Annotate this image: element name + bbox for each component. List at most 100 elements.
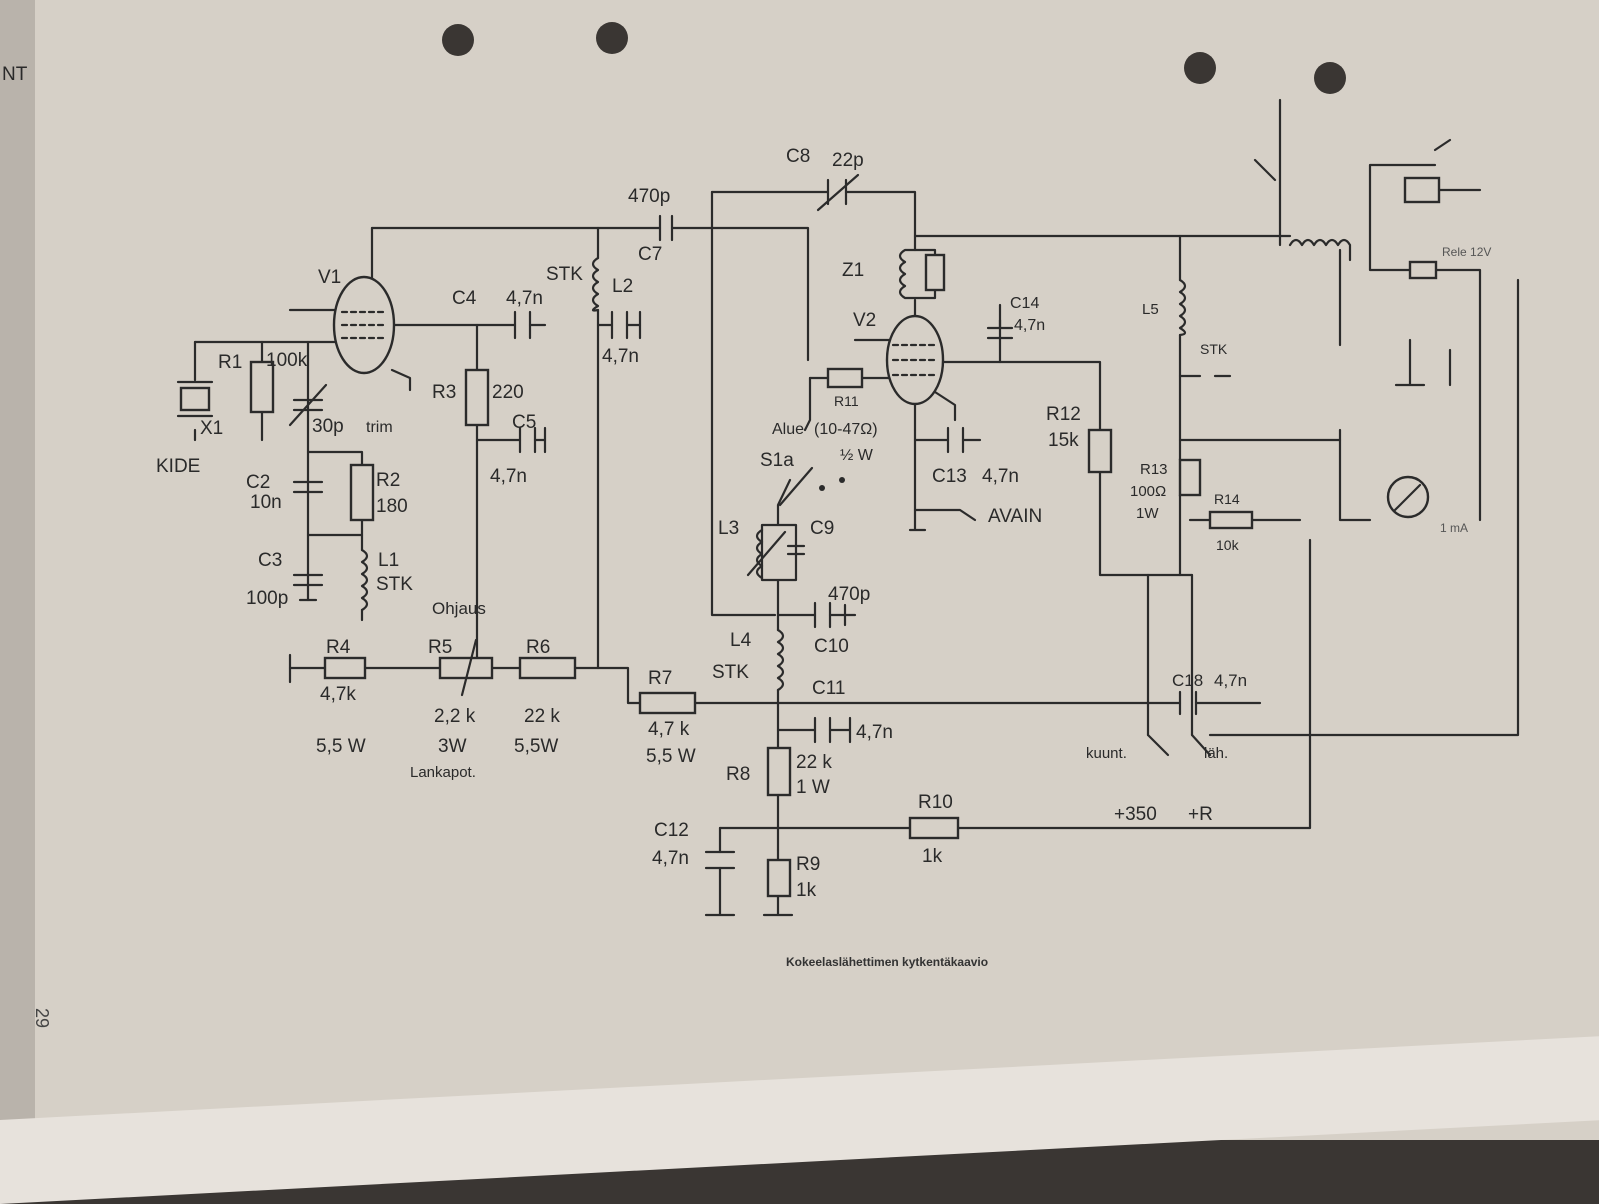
punch-hole [596,22,628,54]
svg-text:R9: R9 [796,854,820,875]
svg-text:R8: R8 [726,764,750,785]
switch-left-label: kuunt. [1086,745,1127,762]
svg-text:Alue: Alue [772,421,804,438]
svg-text:C9: C9 [810,518,834,539]
capacitor-c10: 470p C10 [813,584,870,657]
svg-text:C11: C11 [812,678,845,699]
inductor-l4: L4 STK [712,628,785,692]
svg-text:100p: 100p [246,588,288,609]
capacitor-c14: C14 4,7n [986,295,1045,340]
svg-text:10k: 10k [1216,537,1240,553]
capacitor-c4: C4 4,7n [452,288,543,340]
svg-text:½ W: ½ W [840,447,874,464]
svg-text:4,7k: 4,7k [320,684,356,705]
svg-text:L1: L1 [378,550,399,571]
capacitor-c8: C8 22p [786,146,864,212]
svg-text:4,7n: 4,7n [652,848,689,869]
page-number: 29 [32,1008,52,1028]
inductor-output [1288,238,1352,262]
svg-text:STK: STK [1200,341,1228,357]
svg-text:C5: C5 [512,412,536,433]
svg-text:C18: C18 [1172,671,1203,690]
relay-box [1403,138,1482,280]
svg-text:C3: C3 [258,550,282,571]
svg-text:Lankapot.: Lankapot. [410,764,476,781]
inductor-l2: L2 STK [546,256,633,312]
svg-text:C7: C7 [638,244,662,265]
svg-text:22p: 22p [832,150,864,171]
capacitor-c11: C11 4,7n [812,678,893,744]
capacitor-l2-bypass: 4,7n [602,310,642,367]
svg-text:22 k: 22 k [524,706,560,727]
switch-right-label: läh. [1204,745,1228,762]
switch-s1a: S1a [760,450,845,507]
svg-text:L2: L2 [612,276,633,297]
resistor-r13: R13 100Ω 1W [1130,458,1202,522]
svg-text:R7: R7 [648,668,672,689]
svg-text:10n: 10n [250,492,282,513]
resistor-r3: R3 220 [432,368,524,427]
svg-text:STK: STK [712,662,749,683]
capacitor-c13: C13 4,7n [932,426,1019,487]
resistor-r7: R7 4,7 k 5,5 W [638,668,697,767]
schematic-sheet [35,0,1599,1140]
svg-text:R11: R11 [834,393,859,409]
drive-label: Ohjaus [432,599,486,618]
tube-v2: V2 [853,310,945,406]
inductor-l1: L1 STK [360,548,413,612]
capacitor-c2: C2 10n [246,472,324,513]
svg-text:C10: C10 [814,636,849,657]
svg-text:STK: STK [376,574,413,595]
svg-text:5,5 W: 5,5 W [316,736,366,757]
svg-text:4,7 k: 4,7 k [648,719,690,740]
resistor-r1: R1 100k [218,350,308,414]
svg-text:S1a: S1a [760,450,794,471]
svg-text:1W: 1W [1136,505,1159,522]
svg-text:trim: trim [366,419,393,436]
svg-text:470p: 470p [828,584,870,605]
svg-text:1k: 1k [796,880,817,901]
svg-text:C2: C2 [246,472,270,493]
svg-text:R5: R5 [428,637,452,658]
svg-text:100k: 100k [266,350,308,371]
svg-text:R10: R10 [918,792,953,813]
svg-text:4,7n: 4,7n [1214,671,1247,690]
svg-text:C14: C14 [1010,295,1039,312]
svg-text:L3: L3 [718,518,739,539]
svg-text:5,5 W: 5,5 W [646,746,696,767]
svg-text:4,7n: 4,7n [490,466,527,487]
svg-text:R3: R3 [432,382,456,403]
svg-text:15k: 15k [1048,430,1079,451]
svg-text:2,2 k: 2,2 k [434,706,476,727]
svg-text:R13: R13 [1140,461,1168,478]
svg-text:100Ω: 100Ω [1130,483,1166,500]
capacitor-c5: C5 4,7n [490,412,547,487]
svg-text:R12: R12 [1046,404,1081,425]
resistor-r8: R8 22 k 1 W [726,746,832,798]
edge-text: NT [2,64,28,85]
tube-v1: V1 [318,267,396,375]
svg-text:4,7n: 4,7n [856,722,893,743]
svg-text:C13: C13 [932,466,967,487]
resistor-r2: R2 180 [349,463,408,522]
svg-text:R2: R2 [376,470,400,491]
svg-text:4,7n: 4,7n [1014,317,1045,334]
svg-text:4,7n: 4,7n [602,346,639,367]
svg-text:R1: R1 [218,352,242,373]
resistor-r5: R5 2,2 k 3W Lankapot. [410,637,494,781]
svg-text:Z1: Z1 [842,260,864,281]
capacitor-c9: C9 [786,518,834,556]
svg-text:180: 180 [376,496,408,517]
resistor-r9: R9 1k [766,854,820,901]
resistor-r6: R6 22 k 5,5W [514,637,577,757]
wires [193,98,1520,917]
tube-v2-label: V2 [853,310,876,331]
z1-trap: Z1 [842,248,946,300]
svg-text:KIDE: KIDE [156,456,200,477]
svg-text:3W: 3W [438,736,467,757]
punch-hole [442,24,474,56]
tube-v1-label: V1 [318,267,341,288]
svg-text:470p: 470p [628,186,670,207]
